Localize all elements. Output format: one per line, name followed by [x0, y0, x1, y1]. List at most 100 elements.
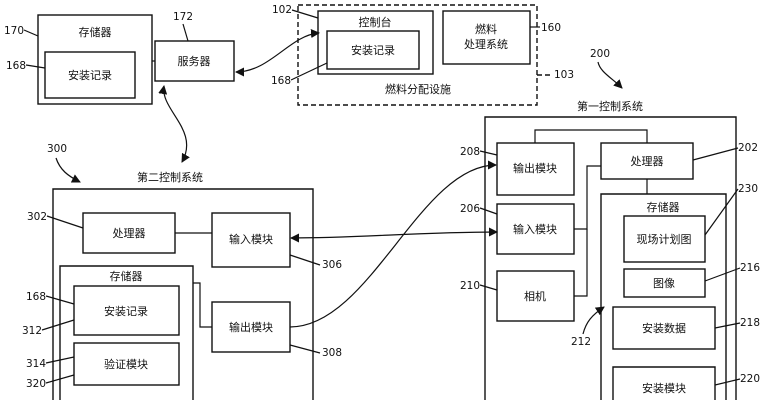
first-control-system-block: 第一控制系统 输出模块 处理器 输入模块 相机 存储器 现场计划图 图像 安装数… — [484, 99, 737, 400]
ref-172: 172 — [173, 11, 193, 23]
leader-208 — [479, 150, 498, 156]
storage-left-label: 存储器 — [110, 269, 143, 283]
first-control-system-label: 第一控制系统 — [577, 99, 643, 113]
wire-input-proc-right — [574, 165, 601, 230]
ref-168b: 168 — [271, 75, 291, 87]
ref-314: 314 — [26, 358, 46, 370]
leader-202 — [692, 147, 739, 161]
arrow-input-left-to-input-right — [290, 227, 498, 243]
ref-206: 206 — [460, 203, 480, 215]
arrow-server-second-control — [158, 85, 190, 163]
verify-module-label: 验证模块 — [104, 357, 148, 371]
storage-top-block: 存储器 安装记录 — [37, 14, 153, 105]
ref-218: 218 — [740, 317, 760, 329]
ref-168c: 168 — [26, 291, 46, 303]
ref-320: 320 — [26, 378, 46, 390]
install-data-box — [612, 306, 716, 350]
arrow-server-console — [235, 29, 320, 77]
verify-module-box — [73, 342, 180, 386]
ref-212: 212 — [571, 336, 591, 348]
leader-302 — [46, 215, 84, 229]
install-record-left-box — [73, 285, 180, 336]
install-module-box — [612, 366, 716, 400]
ref-306: 306 — [322, 259, 342, 271]
ref-103: 103 — [554, 69, 574, 81]
server-block: 服务器 — [154, 40, 235, 82]
server-label: 服务器 — [178, 55, 211, 68]
leader-220 — [714, 378, 741, 386]
install-record-console-box — [326, 30, 420, 70]
communication-arrows — [158, 29, 498, 328]
leader-314 — [45, 356, 75, 364]
leader-172 — [182, 23, 189, 42]
fuel-facility-label: 燃料分配设施 — [385, 82, 451, 96]
install-record-left-label: 安装记录 — [104, 304, 148, 318]
processor-left-label: 处理器 — [113, 227, 146, 240]
input-module-right-box — [496, 203, 575, 255]
image-label: 图像 — [653, 277, 675, 290]
ref-312: 312 — [22, 325, 42, 337]
arrow-output-left-to-output-right — [289, 160, 497, 328]
fuel-system-label-1: 燃料 — [475, 22, 497, 36]
ref-220: 220 — [740, 373, 760, 385]
install-record-top-label: 安装记录 — [68, 68, 112, 82]
leader-206 — [479, 207, 498, 215]
fuel-facility-block: 燃料分配设施 控制台 安装记录 燃料 处理系统 — [297, 4, 538, 106]
second-control-system-block: 第二控制系统 处理器 输入模块 输出模块 存储器 安装记录 验证模块 — [52, 170, 314, 400]
leader-200 — [597, 61, 623, 89]
ref-230: 230 — [738, 183, 758, 195]
second-control-system-label: 第二控制系统 — [137, 170, 203, 184]
camera-label: 相机 — [524, 289, 546, 303]
wire-camera-bus — [574, 229, 588, 297]
ref-216: 216 — [740, 262, 760, 274]
output-module-left-box — [211, 301, 291, 353]
ref-300: 300 — [47, 143, 67, 155]
camera-box — [496, 270, 575, 322]
leader-218 — [714, 322, 741, 329]
site-plan-label: 现场计划图 — [637, 232, 692, 246]
leader-312 — [41, 319, 75, 331]
processor-right-label: 处理器 — [631, 155, 664, 168]
leader-306 — [289, 254, 321, 266]
input-module-left-box — [211, 212, 291, 268]
leader-168b — [290, 62, 328, 81]
ref-208: 208 — [460, 146, 480, 158]
ref-200: 200 — [590, 48, 610, 60]
ref-308: 308 — [322, 347, 342, 359]
processor-left-box — [82, 212, 176, 254]
image-box — [623, 268, 706, 298]
ref-302: 302 — [27, 211, 47, 223]
output-module-left-label: 输出模块 — [229, 320, 273, 334]
fuel-system-label-2: 处理系统 — [464, 38, 508, 51]
leader-308 — [289, 344, 321, 354]
console-label: 控制台 — [359, 15, 392, 29]
leader-102 — [291, 9, 319, 19]
leader-168c — [45, 295, 75, 305]
site-plan-box — [623, 215, 706, 263]
leader-320 — [45, 374, 75, 384]
leader-170 — [23, 29, 39, 37]
leader-210 — [479, 284, 498, 291]
wire-output-proc-right — [534, 129, 648, 143]
ref-160: 160 — [541, 22, 561, 34]
leader-168a — [25, 64, 46, 69]
storage-top-label: 存储器 — [79, 25, 112, 39]
reference-numerals: 170 168 172 102 168 160 103 200 202 208 … — [4, 4, 760, 390]
install-data-label: 安装数据 — [642, 321, 686, 335]
install-module-label: 安装模块 — [642, 381, 686, 395]
leader-230 — [704, 188, 739, 236]
output-module-right-label: 输出模块 — [513, 161, 557, 175]
install-record-top-box — [44, 51, 136, 99]
ref-202: 202 — [738, 142, 758, 154]
install-record-console-label: 安装记录 — [351, 43, 395, 57]
ref-210: 210 — [460, 280, 480, 292]
ref-170: 170 — [4, 25, 24, 37]
storage-right-label: 存储器 — [647, 200, 680, 214]
input-module-right-label: 输入模块 — [513, 222, 557, 236]
leader-300 — [55, 157, 81, 183]
leader-212 — [582, 306, 605, 335]
fuel-system-box — [442, 10, 531, 65]
leader-216 — [704, 267, 741, 282]
wire-storage-output-left — [193, 282, 212, 328]
